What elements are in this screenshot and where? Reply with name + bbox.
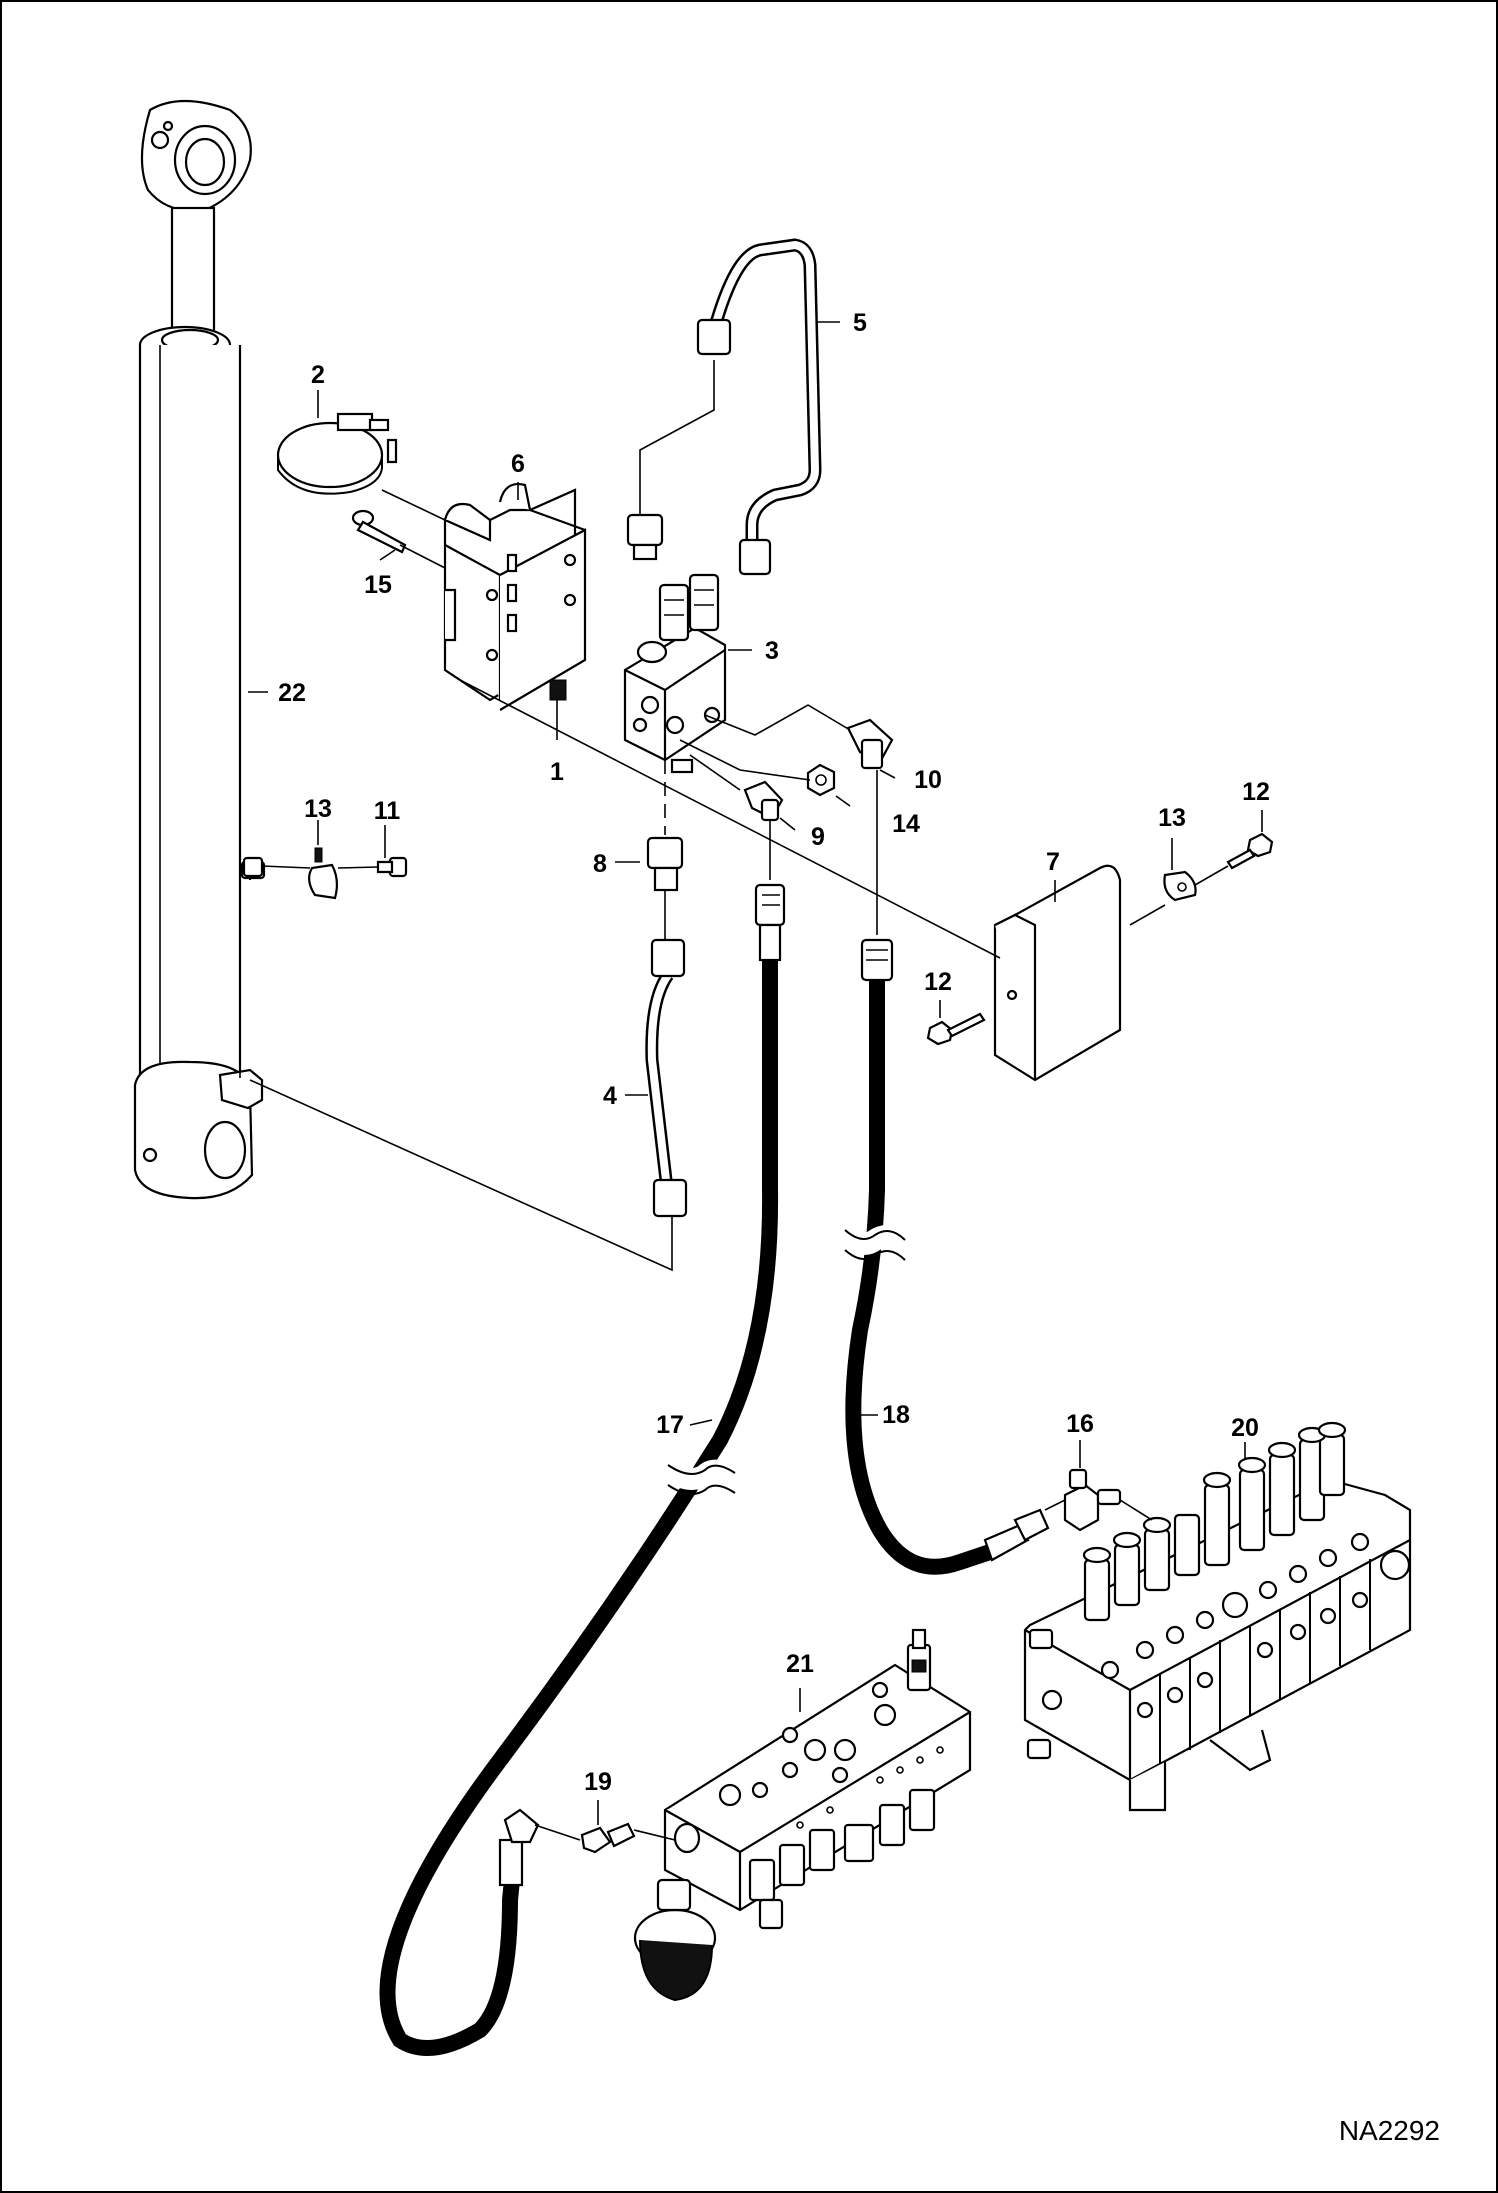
clamp-part-13-right [1163, 870, 1197, 902]
valve-block-part-3 [623, 573, 727, 774]
callout-15: 15 [364, 571, 392, 599]
leader-lines [239, 321, 1263, 1841]
hose-part-17 [379, 883, 786, 2056]
callout-3: 3 [765, 637, 779, 665]
callout-13-left: 13 [304, 795, 332, 823]
callout-16: 16 [1066, 1410, 1094, 1438]
callout-19: 19 [584, 1768, 612, 1796]
hose-clamp-part-2 [276, 412, 398, 495]
callout-22: 22 [278, 679, 306, 707]
callout-12-bottom: 12 [924, 968, 952, 996]
hose-part-18 [837, 938, 1050, 1575]
tee-fitting-part-16 [1063, 1468, 1122, 1532]
callout-11: 11 [374, 797, 401, 825]
elbow-fitting-part-10 [846, 718, 894, 770]
manifold-part-21 [663, 1628, 972, 1930]
callout-20: 20 [1231, 1414, 1259, 1442]
callout-8: 8 [593, 850, 607, 878]
callout-18: 18 [882, 1401, 910, 1429]
callout-6: 6 [511, 450, 525, 478]
nut-part-14 [806, 763, 836, 797]
callout-17: 17 [656, 1411, 684, 1439]
control-valve-part-20 [1023, 1421, 1412, 1812]
cylinder-side-fitting [242, 856, 264, 878]
callout-9: 9 [811, 823, 825, 851]
tube-line-part-5 [696, 238, 822, 576]
callout-2: 2 [311, 361, 325, 389]
callout-14: 14 [892, 810, 920, 838]
callout-13-right: 13 [1158, 804, 1186, 832]
drawing-code: NA2292 [1339, 2115, 1440, 2146]
bolt-part-15 [351, 509, 407, 554]
cylinder-part-22 [133, 99, 266, 1200]
cover-part-7 [993, 864, 1122, 1082]
elbow-fitting-part-9 [743, 780, 784, 822]
bolt-part-12-bottom [926, 1012, 986, 1046]
fitting-part-19 [580, 1822, 636, 1854]
bolt-part-12-top [1226, 832, 1274, 870]
accumulator [633, 1878, 717, 2002]
tube-line-part-4 [645, 938, 688, 1218]
callout-4: 4 [603, 1082, 617, 1110]
callout-10: 10 [914, 766, 942, 794]
clamp-part-13-left [308, 847, 339, 900]
mounting-bracket-part-6 [443, 483, 587, 711]
callout-1: 1 [550, 758, 564, 786]
callout-21: 21 [786, 1650, 814, 1678]
upper-fitting [626, 513, 664, 561]
callout-5: 5 [853, 309, 867, 337]
callout-12-top: 12 [1242, 778, 1270, 806]
callout-labels: 2 6 15 5 3 1 22 13 11 8 9 10 14 7 13 12 … [278, 309, 1270, 1796]
adapter-fitting-part-8 [646, 836, 684, 892]
bolt-part-11 [376, 856, 408, 878]
callout-7: 7 [1046, 848, 1060, 876]
